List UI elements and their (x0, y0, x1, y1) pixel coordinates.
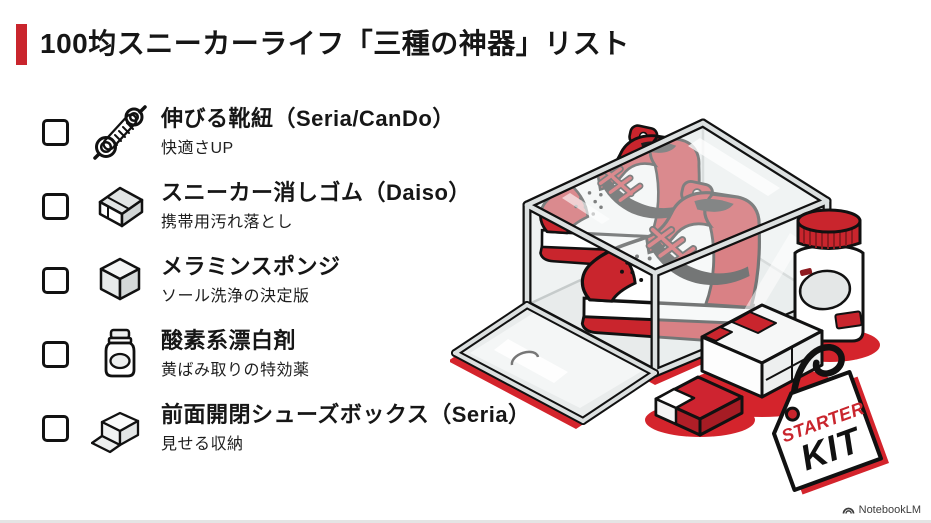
starter-kit-illustration: STARTER KIT (450, 93, 889, 495)
item-description: 黄ばみ取りの特効薬 (161, 362, 310, 380)
bottom-edge-strip (0, 520, 931, 523)
bleach-bottle-icon (89, 325, 151, 383)
melamine-sponge-icon (89, 251, 151, 309)
open-front-door (451, 301, 659, 425)
display-box-glass (527, 123, 827, 373)
sponge-pack (700, 303, 824, 399)
watermark: NotebookLM (842, 504, 921, 516)
checkbox[interactable] (42, 192, 69, 220)
item-description: 快適さUP (161, 140, 234, 158)
checklist-row-bleach: 酸素系漂白剤 黄ばみ取りの特効薬 (42, 324, 531, 384)
tag-string (790, 344, 845, 409)
checklist-row-shoebox: 前面開閉シューズボックス（Seria） 見せる収納 (42, 398, 531, 458)
checklist-row-eraser: スニーカー消しゴム（Daiso） 携帯用汚れ落とし (42, 176, 531, 236)
shoelace-icon (89, 103, 151, 161)
checklist: 伸びる靴紐（Seria/CanDo） 快適さUP スニーカー消しゴム（Daiso… (42, 102, 531, 472)
red-eraser (654, 375, 744, 437)
item-description: 見せる収納 (161, 436, 244, 454)
eraser-icon (89, 177, 151, 235)
checkbox[interactable] (42, 414, 69, 442)
tag-eyelet (784, 406, 800, 422)
item-label: 前面開閉シューズボックス（Seria） (161, 401, 531, 427)
bleach-jar (793, 208, 865, 343)
checklist-row-laces: 伸びる靴紐（Seria/CanDo） 快適さUP (42, 102, 531, 162)
notebooklm-logo-icon (842, 507, 854, 514)
item-description: 携帯用汚れ落とし (161, 214, 294, 232)
item-label: メラミンスポンジ (161, 253, 341, 279)
title-accent-bar (16, 24, 27, 65)
item-label: スニーカー消しゴム（Daiso） (161, 179, 471, 205)
starter-kit-tag: STARTER KIT (771, 344, 889, 495)
item-label: 伸びる靴紐（Seria/CanDo） (161, 105, 455, 131)
page-title: 100均スニーカーライフ「三種の神器」リスト (40, 28, 630, 59)
item-label: 酸素系漂白剤 (161, 327, 297, 353)
checkbox[interactable] (42, 118, 69, 146)
tag-body (771, 370, 883, 492)
checklist-row-sponge: メラミンスポンジ ソール洗浄の決定版 (42, 250, 531, 310)
watermark-label: NotebookLM (858, 504, 921, 516)
shoebox-icon (89, 399, 151, 457)
item-description: ソール洗浄の決定版 (161, 288, 310, 306)
header: 100均スニーカーライフ「三種の神器」リスト (16, 22, 630, 66)
checkbox[interactable] (42, 266, 69, 294)
checkbox[interactable] (42, 340, 69, 368)
